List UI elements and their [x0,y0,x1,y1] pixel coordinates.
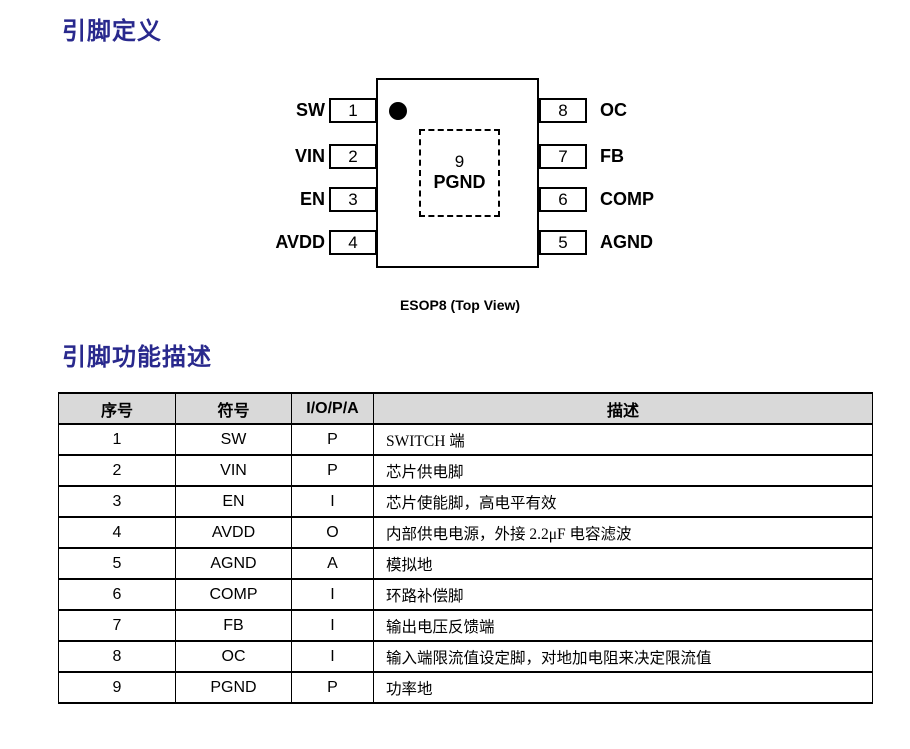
table-cell: 8 [58,640,176,673]
pin-label-sw: SW [296,100,325,120]
table-cell: P [291,671,374,704]
table-cell: OC [175,640,292,673]
pin-box-6: 6 [539,187,587,212]
table-cell: 5 [58,547,176,580]
table-header-iopa: I/O/P/A [291,392,374,425]
table-cell: 环路补偿脚 [373,578,873,611]
package-caption: ESOP8 (Top View) [399,297,521,313]
pin-label-agnd: AGND [600,232,653,252]
pin-label-avdd: AVDD [275,232,325,252]
table-cell: EN [175,485,292,518]
thermal-pad-name: PGND [433,172,486,193]
table-cell: 2 [58,454,176,487]
table-cell: 输出电压反馈端 [373,609,873,642]
pin-label-vin: VIN [294,146,325,166]
table-cell: AGND [175,547,292,580]
table-cell: A [291,547,374,580]
pin-box-3: 3 [329,187,377,212]
pin-box-2: 2 [329,144,377,169]
table-header-row: 序号 符号 I/O/P/A 描述 [58,392,873,425]
pin-box-5: 5 [539,230,587,255]
pin-box-4: 4 [329,230,377,255]
pin1-indicator-dot-icon [389,102,407,120]
table-cell: 芯片使能脚，高电平有效 [373,485,873,518]
pin-label-oc: OC [600,100,627,120]
table-header-symbol: 符号 [175,392,292,425]
pin-box-7: 7 [539,144,587,169]
table-cell: 1 [58,423,176,456]
table-cell: 4 [58,516,176,549]
thermal-pad-outline: 9 PGND [419,129,500,217]
table-header-number: 序号 [58,392,176,425]
table-cell: 7 [58,609,176,642]
table-cell: AVDD [175,516,292,549]
pin-number: 5 [558,232,568,252]
table-cell: 芯片供电脚 [373,454,873,487]
pin-label-fb: FB [600,146,624,166]
pin-box-1: 1 [329,98,377,123]
pin-number: 7 [558,146,568,166]
pin-number: 6 [558,189,568,209]
table-cell: FB [175,609,292,642]
table-cell: 6 [58,578,176,611]
table-cell: PGND [175,671,292,704]
pin-number: 8 [558,100,568,120]
table-cell: I [291,485,374,518]
pin-number: 1 [348,100,358,120]
pin-number: 3 [348,189,358,209]
table-cell: O [291,516,374,549]
table-cell: SW [175,423,292,456]
thermal-pad-number: 9 [454,152,465,171]
table-cell: I [291,640,374,673]
pin-label-comp: COMP [600,189,654,209]
table-cell: SWITCH 端 [373,423,873,456]
table-cell: 模拟地 [373,547,873,580]
table-header-description: 描述 [373,392,873,425]
table-cell: 内部供电电源，外接 2.2μF 电容滤波 [373,516,873,549]
section-title-pin-definition: 引脚定义 [62,18,162,45]
pin-number: 4 [348,232,358,252]
section-title-pin-function: 引脚功能描述 [62,344,212,371]
table-cell: 9 [58,671,176,704]
table-cell: 输入端限流值设定脚，对地加电阻来决定限流值 [373,640,873,673]
table-cell: I [291,609,374,642]
table-cell: P [291,423,374,456]
table-cell: 3 [58,485,176,518]
table-cell: P [291,454,374,487]
pin-number: 2 [348,146,358,166]
table-cell: 功率地 [373,671,873,704]
pin-box-8: 8 [539,98,587,123]
table-cell: I [291,578,374,611]
table-cell: COMP [175,578,292,611]
table-cell: VIN [175,454,292,487]
pin-label-en: EN [299,189,325,209]
